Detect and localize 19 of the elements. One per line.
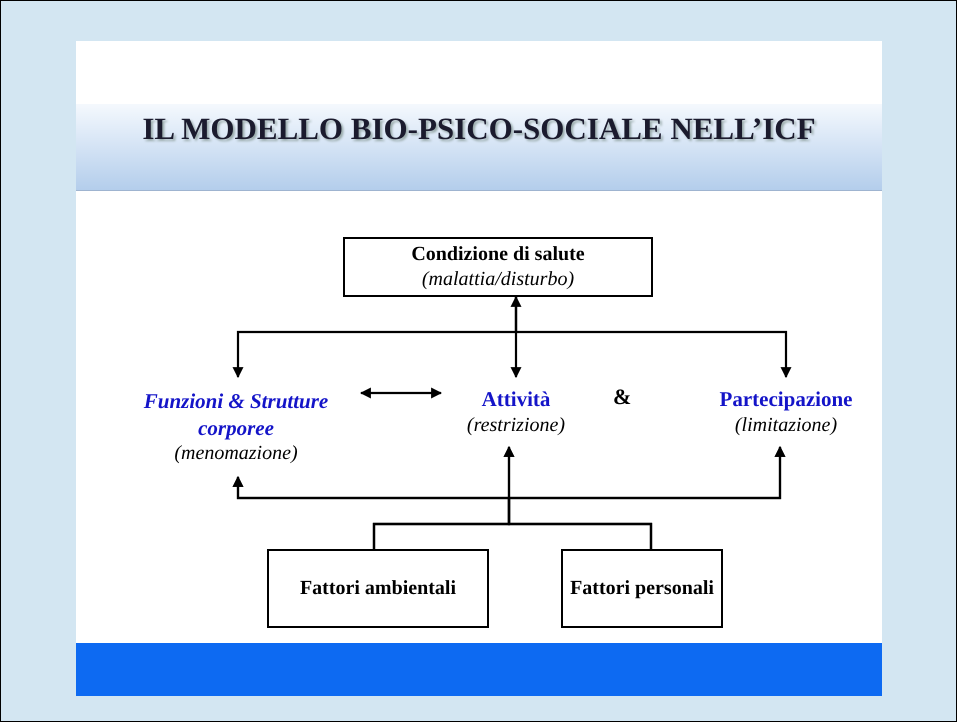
arrow (508, 446, 786, 549)
node-subtitle: (restrizione) (466, 412, 566, 438)
node-subtitle: (malattia/disturbo) (422, 267, 574, 292)
arrow (514, 297, 792, 378)
node-title: Condizione di salute (411, 242, 585, 267)
node-title: Attività (482, 386, 550, 413)
arrow (510, 296, 522, 378)
process-box (561, 549, 723, 628)
node-subtitle: (limitazione) (734, 412, 838, 438)
node-title: Funzioni & Strutture corporee (142, 388, 330, 441)
node-title: Partecipazione (720, 386, 852, 413)
node-title: Fattori personali (570, 576, 714, 601)
arrow (360, 388, 442, 398)
title: IL MODELLO BIO-PSICO-SOCIALE NELL’ICF (141, 110, 817, 148)
node-title: Fattori ambientali (300, 576, 456, 601)
process-box (343, 237, 653, 297)
process-box (267, 549, 489, 628)
ampersand-label: & (613, 383, 632, 411)
node-subtitle: (menomazione) (174, 440, 298, 466)
